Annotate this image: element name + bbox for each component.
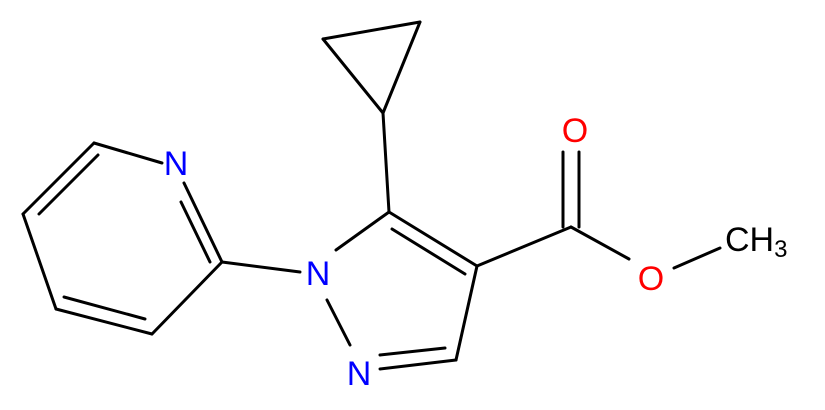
methyl-symbol: CH — [725, 221, 774, 259]
pyrazole-n1-label: N — [306, 255, 331, 293]
bond-c3-n2 — [378, 358, 458, 371]
bond-pyridine-n-c2 — [182, 181, 224, 264]
bond-c5-c4-inner — [390, 227, 467, 276]
bond-cyclopropyl-c — [381, 20, 422, 115]
bond-c3-n2-inner — [378, 346, 447, 357]
carbonyl-o-label: O — [562, 112, 588, 150]
bond-cyclopropyl-a — [321, 37, 385, 115]
bond-c4-c3 — [454, 264, 479, 362]
bond-n1-c5 — [334, 210, 391, 252]
pyrazole-n2-label: N — [347, 355, 372, 393]
atom-labels-group: N N N O O CH3 — [164, 112, 788, 393]
bond-pyridine-c3-c4-inner — [62, 295, 147, 321]
ester-o-label: O — [638, 260, 664, 298]
bond-cyclopropyl-b — [321, 20, 422, 41]
bond-pyridine-to-n1 — [220, 260, 302, 274]
methyl-subscript: 3 — [774, 236, 787, 263]
bond-pyridine-c5-c6-inner — [37, 153, 100, 216]
methyl-label: CH3 — [725, 221, 787, 263]
bond-ester-o-methyl — [672, 246, 722, 270]
bonds-group — [21, 20, 722, 371]
bond-pyridine-c4-c5 — [21, 212, 58, 311]
bond-pyridine-c3-c4 — [54, 307, 154, 336]
bond-pyridine-c5-c6 — [21, 141, 96, 216]
pyridine-n-label: N — [164, 145, 189, 183]
bond-pyridine-c6-n — [92, 141, 164, 165]
bond-carbonyl-c-ester-o — [569, 225, 631, 261]
bond-c5-cyclopropyl — [381, 111, 391, 214]
bond-n2-n1 — [325, 298, 352, 347]
bond-pyridine-n-c2-inner — [179, 200, 212, 264]
bond-c5-c4 — [387, 210, 479, 268]
bond-pyridine-c2-c3 — [150, 260, 224, 336]
bond-c4-carbonyl-c — [475, 225, 573, 268]
